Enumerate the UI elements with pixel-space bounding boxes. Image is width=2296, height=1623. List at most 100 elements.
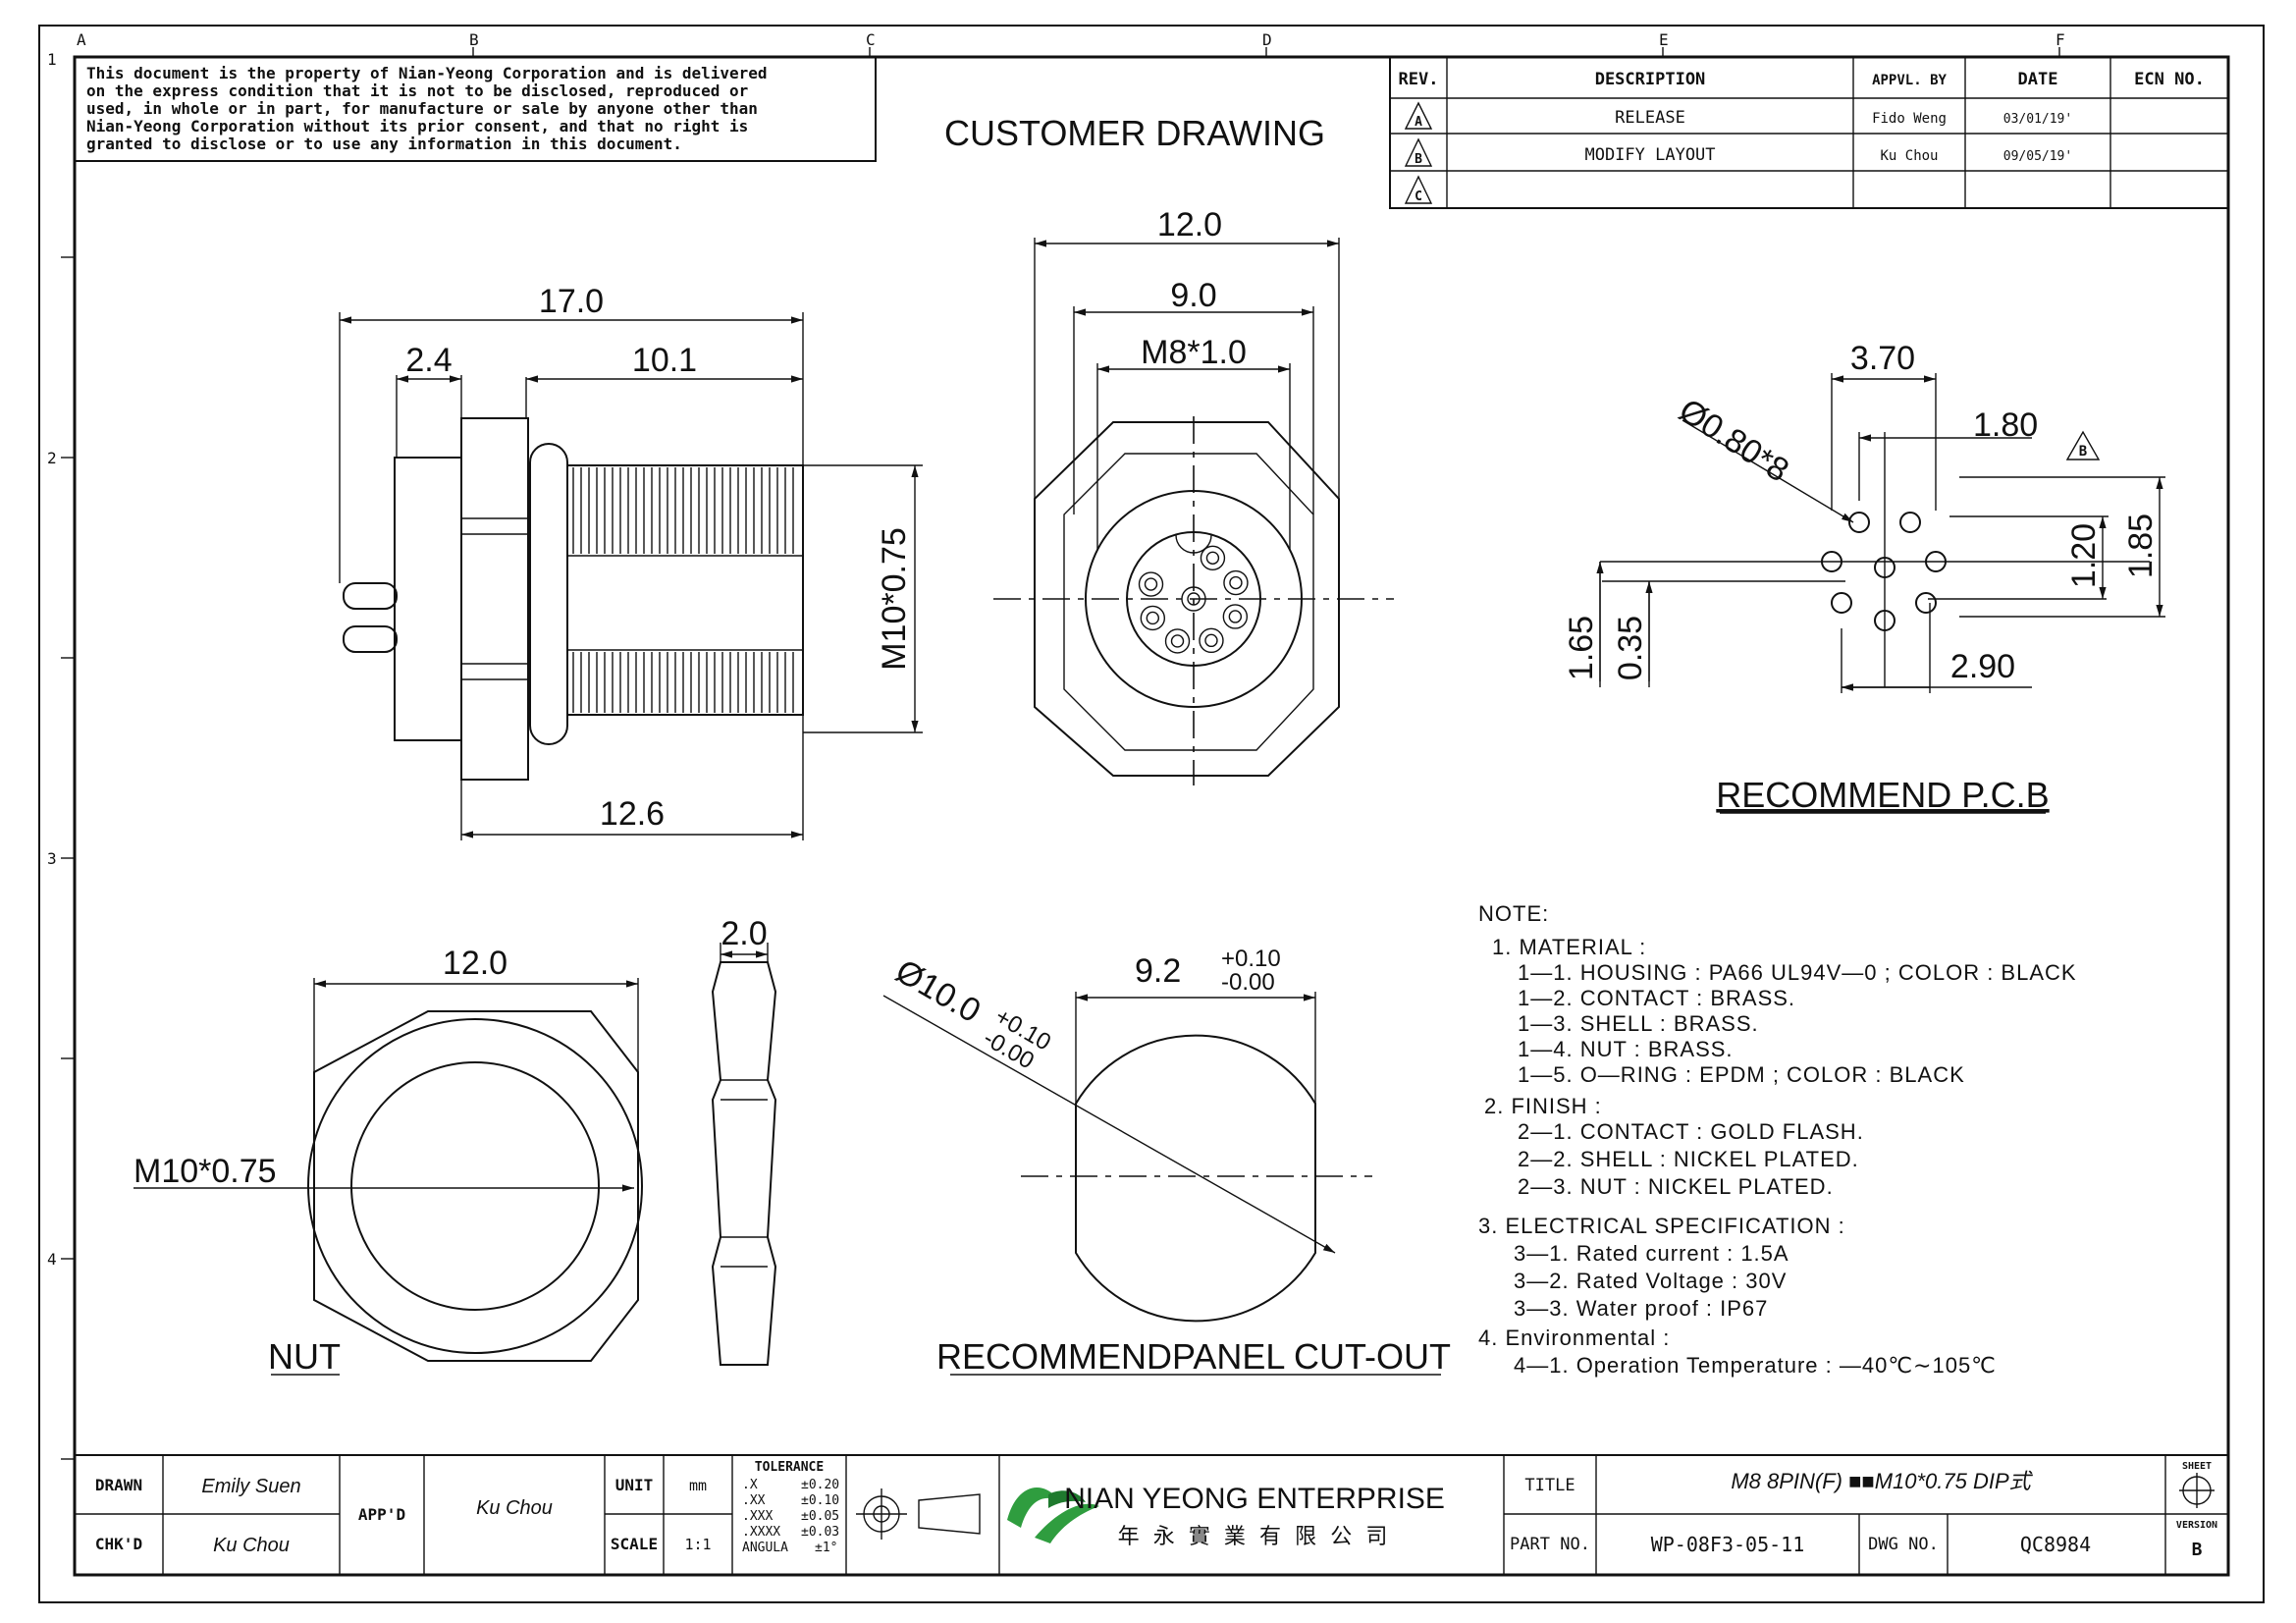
- chkd-label: CHK'D: [95, 1535, 142, 1553]
- tolerance-value: ±0.05: [801, 1509, 839, 1524]
- dim-cutout-flat-minus: -0.00: [1221, 969, 1275, 996]
- column-labels: A B C D E F: [77, 30, 2065, 49]
- unit-value: mm: [689, 1477, 707, 1494]
- tolerance-value: ±1°: [815, 1541, 837, 1555]
- side-view: 17.0 2.4 10.1 M10*0.75 12.6: [339, 283, 923, 840]
- pcb-hole: [1848, 512, 1870, 533]
- rev-approver: Fido Weng: [1872, 111, 1947, 127]
- dim-front-mid: 9.0: [1170, 277, 1216, 314]
- rev-approver: Ku Chou: [1880, 148, 1938, 164]
- rev-letter: C: [1415, 189, 1422, 204]
- tolerance-format: .XXX: [742, 1509, 773, 1524]
- note-line: 3—3. Water proof : IP67: [1514, 1296, 1768, 1321]
- dim-cutout-flat-plus: +0.10: [1221, 946, 1281, 972]
- notice-line: on the express condition that it is not …: [86, 81, 748, 100]
- dim-flange: 2.4: [405, 342, 452, 379]
- row-labels: 1 2 3 4: [47, 50, 57, 1269]
- contact-pin: [1138, 571, 1164, 597]
- contact-pin: [1222, 604, 1249, 629]
- revision-table: REV. DESCRIPTION APPVL. BY DATE ECN NO. …: [1389, 56, 2229, 209]
- dim-thread-spec: M10*0.75: [876, 527, 913, 671]
- tolerance-value: ±0.20: [801, 1478, 839, 1492]
- version-label: VERSION: [2176, 1520, 2217, 1531]
- dim-pcb-v2: 1.85: [2122, 514, 2160, 578]
- contact-pin: [1200, 545, 1226, 571]
- note-line: 4—1. Operation Temperature : —40℃∼105℃: [1514, 1353, 1997, 1378]
- contact-pin-core: [1228, 610, 1243, 623]
- pcb-hole: [1899, 512, 1921, 533]
- company-name-cn: 年 永 實 業 有 限 公 司: [1118, 1524, 1392, 1548]
- cutout-title: RECOMMENDPANEL CUT-OUT: [936, 1336, 1451, 1377]
- note-line: 2—2. SHELL : NICKEL PLATED.: [1518, 1147, 1859, 1171]
- contact-pin-core: [1204, 633, 1218, 648]
- note-line: 1—2. CONTACT : BRASS.: [1518, 986, 1795, 1010]
- front-view: 12.0 9.0 M8*1.0: [993, 206, 1394, 785]
- title-label: TITLE: [1524, 1476, 1575, 1495]
- contact-pin-core: [1170, 634, 1185, 648]
- nut-view: 12.0 M10*0.75 2.0 NUT: [133, 915, 777, 1377]
- projection-symbol-icon: [856, 1488, 981, 1540]
- rev-triangle-icon: [1404, 101, 1433, 204]
- dim-cutout-dia: Ø10.0: [889, 952, 987, 1030]
- rev-triangle-icon: [2065, 430, 2101, 460]
- col-label: E: [1659, 30, 1669, 49]
- dim-nut-thread: M10*0.75: [133, 1153, 277, 1190]
- col-label: A: [77, 30, 86, 49]
- pcb-layout: 3.70 1.80 Ø0.80*8 1.20 1.85 1.65 0.35 2.…: [1563, 340, 2165, 815]
- contact-pin: [1164, 628, 1191, 654]
- part-label: PART NO.: [1510, 1535, 1590, 1554]
- contact-pin-core: [1146, 611, 1160, 625]
- dim-front-outer: 12.0: [1157, 206, 1222, 243]
- unit-label: UNIT: [615, 1476, 654, 1494]
- note-line: 1—3. SHELL : BRASS.: [1518, 1011, 1759, 1036]
- note-line: 1—4. NUT : BRASS.: [1518, 1037, 1734, 1061]
- col-label: D: [1262, 30, 1272, 49]
- rev-date: 09/05/19': [2003, 149, 2072, 164]
- contact-pin-core: [1229, 575, 1243, 590]
- row-label: 3: [47, 849, 57, 868]
- panel-cutout-view: 9.2 +0.10 -0.00 Ø10.0 +0.10 -0.00 RECOMM…: [882, 946, 1451, 1377]
- notes-title: NOTE:: [1478, 901, 1549, 926]
- sheet-symbol-icon: [2179, 1473, 2215, 1508]
- notice-line: Nian-Yeong Corporation without its prior…: [86, 117, 748, 135]
- tolerance-format: ANGULA: [742, 1541, 788, 1555]
- sheet-label: SHEET: [2182, 1461, 2212, 1472]
- contact-pin: [1199, 627, 1224, 654]
- dim-pcb-hole: Ø0.80*8: [1673, 392, 1795, 490]
- date-header: DATE: [2018, 70, 2058, 89]
- appd-label: APP'D: [358, 1505, 405, 1524]
- description-header: DESCRIPTION: [1595, 70, 1706, 89]
- pcb-title: RECOMMEND P.C.B: [1716, 775, 2049, 815]
- rev-description: MODIFY LAYOUT: [1584, 145, 1715, 165]
- note-line: 1. MATERIAL :: [1492, 935, 1646, 959]
- tolerance-value: ±0.03: [801, 1525, 839, 1540]
- version-value: B: [2192, 1540, 2203, 1560]
- tolerance-format: .X: [742, 1478, 758, 1492]
- dim-pcb-offset: 1.80: [1973, 406, 2038, 444]
- tolerance-format: .XX: [742, 1493, 766, 1508]
- dim-pcb-span: 2.90: [1950, 648, 2015, 685]
- dim-front-thread: M8*1.0: [1141, 334, 1247, 371]
- notice-line: granted to disclose or to use any inform…: [86, 135, 682, 153]
- rev-date: 03/01/19': [2003, 112, 2072, 127]
- scale-label: SCALE: [611, 1535, 658, 1553]
- rev-letter: A: [1415, 115, 1422, 130]
- note-line: 2. FINISH :: [1484, 1094, 1602, 1118]
- note-line: 3. ELECTRICAL SPECIFICATION :: [1478, 1214, 1845, 1238]
- drawing-heading: CUSTOMER DRAWING: [944, 113, 1325, 153]
- approved-by-header: APPVL. BY: [1872, 73, 1947, 88]
- tolerance-title: TOLERANCE: [755, 1460, 824, 1475]
- nut-title: NUT: [268, 1336, 341, 1377]
- dim-body-length: 12.6: [600, 795, 665, 833]
- notice-line: used, in whole or in part, for manufactu…: [86, 99, 758, 118]
- rev-description: RELEASE: [1615, 108, 1685, 128]
- dim-pcb-v1: 1.20: [2065, 523, 2103, 588]
- rev-header: REV.: [1399, 70, 1439, 89]
- scale-value: 1:1: [684, 1536, 711, 1553]
- contact-pin-core: [1205, 551, 1220, 566]
- dim-pcb-h1: 1.65: [1563, 616, 1600, 680]
- tolerance-value: ±0.10: [801, 1493, 839, 1508]
- notice-line: This document is the property of Nian-Ye…: [86, 64, 768, 82]
- note-line: 1—1. HOUSING : PA66 UL94V—0 ; COLOR : BL…: [1518, 960, 2077, 985]
- note-line: 2—1. CONTACT : GOLD FLASH.: [1518, 1119, 1864, 1144]
